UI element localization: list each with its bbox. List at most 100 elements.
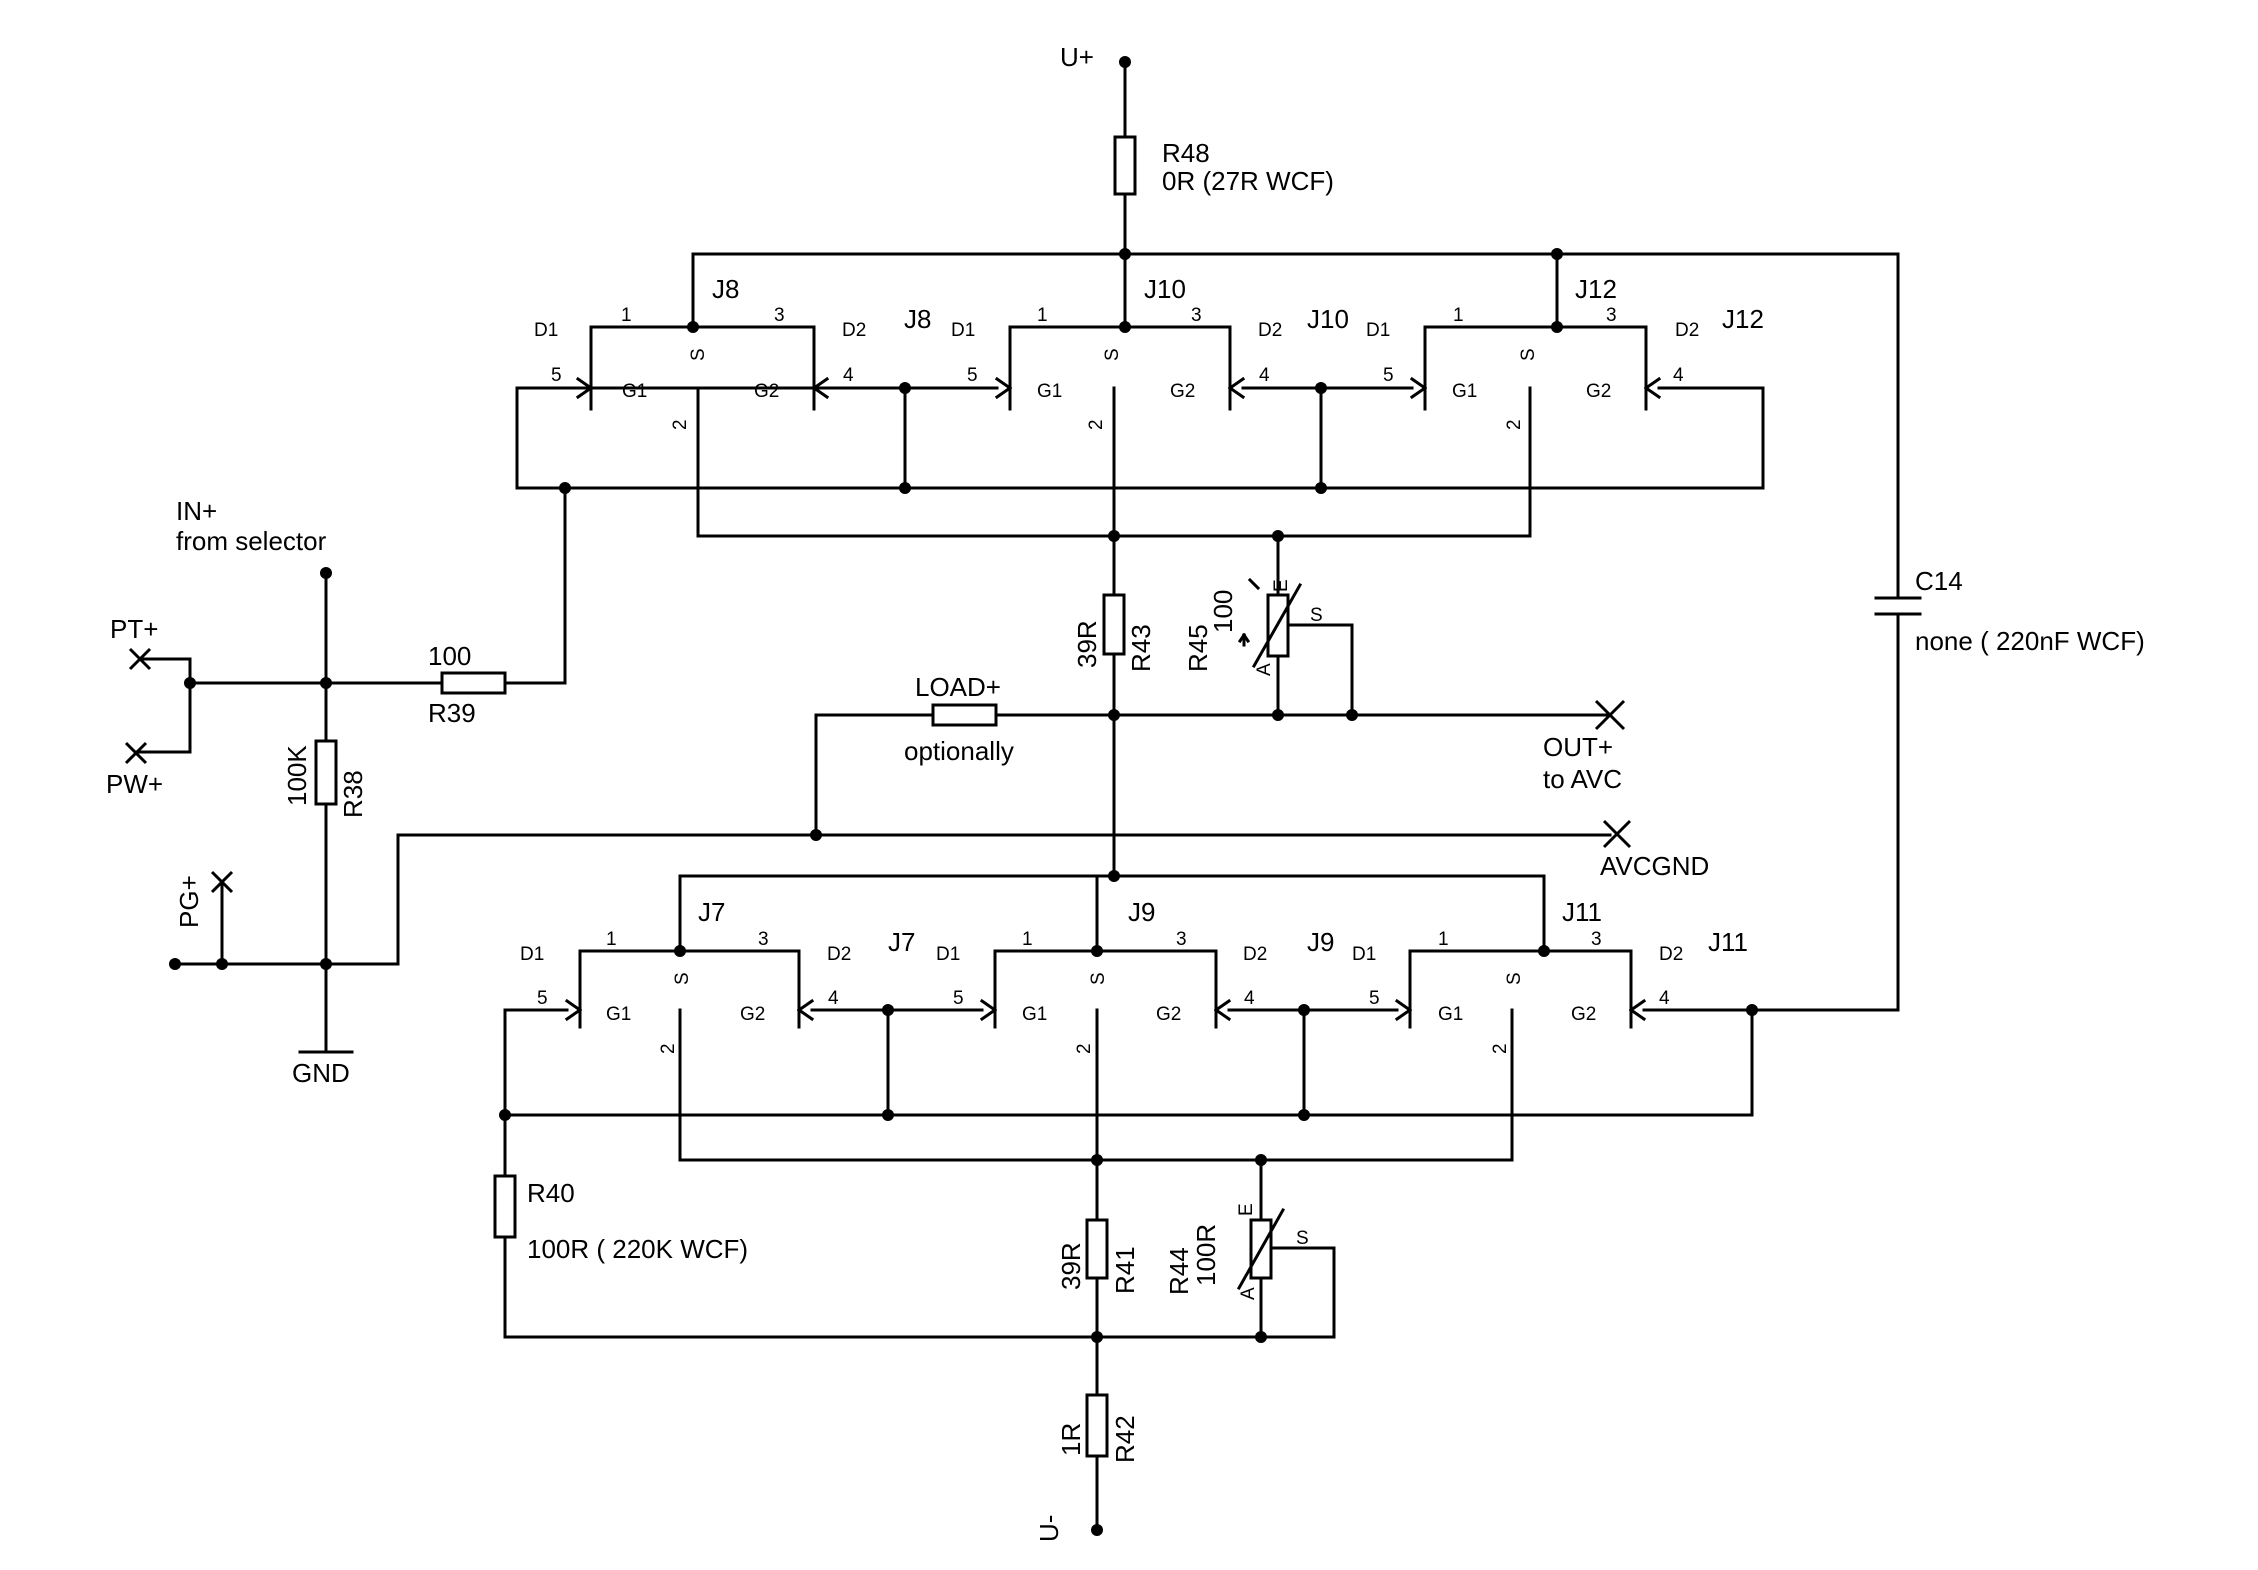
j7-g2: G2 [740, 1004, 765, 1025]
j7-pin3: 3 [758, 929, 769, 950]
j10-g1: G1 [1037, 381, 1062, 402]
r45-pin-s: S [1310, 605, 1323, 626]
j9-tag-top: J9 [1128, 897, 1155, 927]
j11-pin4: 4 [1659, 988, 1670, 1009]
load-note: optionally [904, 736, 1014, 766]
j11-pin1: 1 [1438, 929, 1449, 950]
j12-pin1: 1 [1453, 305, 1464, 326]
jfet-j12: J12 J12 D1 D2 1 3 5 4 G1 G2 S 2 [1366, 274, 1764, 430]
input-section: IN+ from selector PT+ PW+ 100 R39 100K R… [106, 486, 1612, 1088]
r38-body [314, 739, 338, 806]
r42-value: 1R [1056, 1423, 1086, 1456]
j11-pin2: 2 [1490, 1043, 1511, 1054]
r39-value: 100 [428, 641, 471, 671]
j10-d1: D1 [951, 320, 975, 341]
pg-label: PG+ [174, 875, 204, 928]
upper-gate-wiring [515, 382, 1765, 542]
pt-label: PT+ [110, 614, 158, 644]
jfet-j10: J10 J10 D1 D2 1 3 5 4 G1 G2 S 2 [951, 274, 1349, 430]
j7-d1: D1 [520, 944, 544, 965]
j7-g1: G1 [606, 1004, 631, 1025]
j10-pin3: 3 [1191, 305, 1202, 326]
r44-name: R44 [1164, 1247, 1194, 1295]
j11-pin5: 5 [1369, 988, 1380, 1009]
j11-pin3: 3 [1591, 929, 1602, 950]
j10-d2: D2 [1258, 320, 1282, 341]
j11-d1: D1 [1352, 944, 1376, 965]
j7-d2: D2 [827, 944, 851, 965]
r41-value: 39R [1056, 1242, 1086, 1290]
j10-s: S [1102, 348, 1123, 361]
r45-pin-e: E [1271, 579, 1292, 592]
j9-g2: G2 [1156, 1004, 1181, 1025]
j7-tag-top: J7 [698, 897, 725, 927]
j8-tag-side: J8 [904, 304, 931, 334]
vpos-rail: U+ R48 0R (27R WCF) [1060, 42, 1334, 256]
j8-pin4: 4 [843, 365, 854, 386]
j8-pin5: 5 [551, 365, 562, 386]
j12-d1: D1 [1366, 320, 1390, 341]
j8-tag-top: J8 [712, 274, 739, 304]
r44-pin-a: A [1238, 1287, 1259, 1300]
r38-name: R38 [338, 770, 368, 818]
j7-s: S [672, 972, 693, 985]
j9-s: S [1088, 972, 1109, 985]
vpos-label: U+ [1060, 42, 1094, 72]
j7-pin2: 2 [658, 1043, 679, 1054]
r41-name: R41 [1110, 1246, 1140, 1294]
r45-name: R45 [1183, 624, 1213, 672]
lower-gate-wiring [499, 1004, 1758, 1178]
j10-pin5: 5 [967, 365, 978, 386]
j12-pin3: 3 [1606, 305, 1617, 326]
j12-pin5: 5 [1383, 365, 1394, 386]
j8-pin3: 3 [774, 305, 785, 326]
j9-pin5: 5 [953, 988, 964, 1009]
j11-tag-side: J11 [1708, 927, 1748, 957]
j11-tag-top: J11 [1562, 897, 1602, 927]
out-sub: to AVC [1543, 764, 1622, 794]
gnd-label: GND [292, 1058, 350, 1088]
j8-s: S [688, 348, 709, 361]
j11-d2: D2 [1659, 944, 1683, 965]
jfet-j8: J8 J8 D1 D2 1 3 5 4 G1 G2 S 2 [534, 274, 931, 430]
r48-value: 0R (27R WCF) [1162, 166, 1334, 196]
j9-pin3: 3 [1176, 929, 1187, 950]
load-name: LOAD+ [915, 672, 1001, 702]
avcgnd-label: AVCGND [1600, 851, 1709, 881]
j9-pin4: 4 [1244, 988, 1255, 1009]
vneg-label: U- [1034, 1515, 1064, 1542]
out-label: OUT+ [1543, 732, 1613, 762]
r45-pin-a: A [1254, 663, 1275, 676]
r40-body [493, 1174, 517, 1239]
j10-tag-top: J10 [1144, 274, 1186, 304]
r40-value: 100R ( 220K WCF) [527, 1234, 748, 1264]
j9-pin2: 2 [1074, 1043, 1095, 1054]
jfet-j7: J7 J7 D1 D2 1 3 5 4 G1 G2 S 2 [520, 897, 915, 1054]
j11-s: S [1504, 972, 1525, 985]
r42-name: R42 [1110, 1415, 1140, 1463]
c14: C14 none ( 220nF WCF) [1750, 566, 2145, 1012]
load-body [931, 703, 998, 727]
in-sub: from selector [176, 526, 327, 556]
r40-name: R40 [527, 1178, 575, 1208]
r44-pin-e: E [1236, 1203, 1257, 1216]
r43-body [1102, 593, 1126, 656]
r38-value: 100K [282, 745, 312, 806]
j10-tag-side: J10 [1307, 304, 1349, 334]
j10-g2: G2 [1170, 381, 1195, 402]
r45-value: 100 [1208, 590, 1238, 633]
j11-g1: G1 [1438, 1004, 1463, 1025]
j9-tag-side: J9 [1307, 927, 1334, 957]
j8-pin2: 2 [670, 419, 691, 430]
j7-pin5: 5 [537, 988, 548, 1009]
j11-g2: G2 [1571, 1004, 1596, 1025]
j10-pin4: 4 [1259, 365, 1270, 386]
r44-value: 100R [1191, 1224, 1221, 1286]
top-bus [691, 248, 1900, 600]
j7-tag-side: J7 [888, 927, 915, 957]
j12-s: S [1518, 348, 1539, 361]
j10-pin1: 1 [1037, 305, 1048, 326]
j8-pin1: 1 [621, 305, 632, 326]
r41-body [1085, 1218, 1109, 1280]
j12-g1: G1 [1452, 381, 1477, 402]
